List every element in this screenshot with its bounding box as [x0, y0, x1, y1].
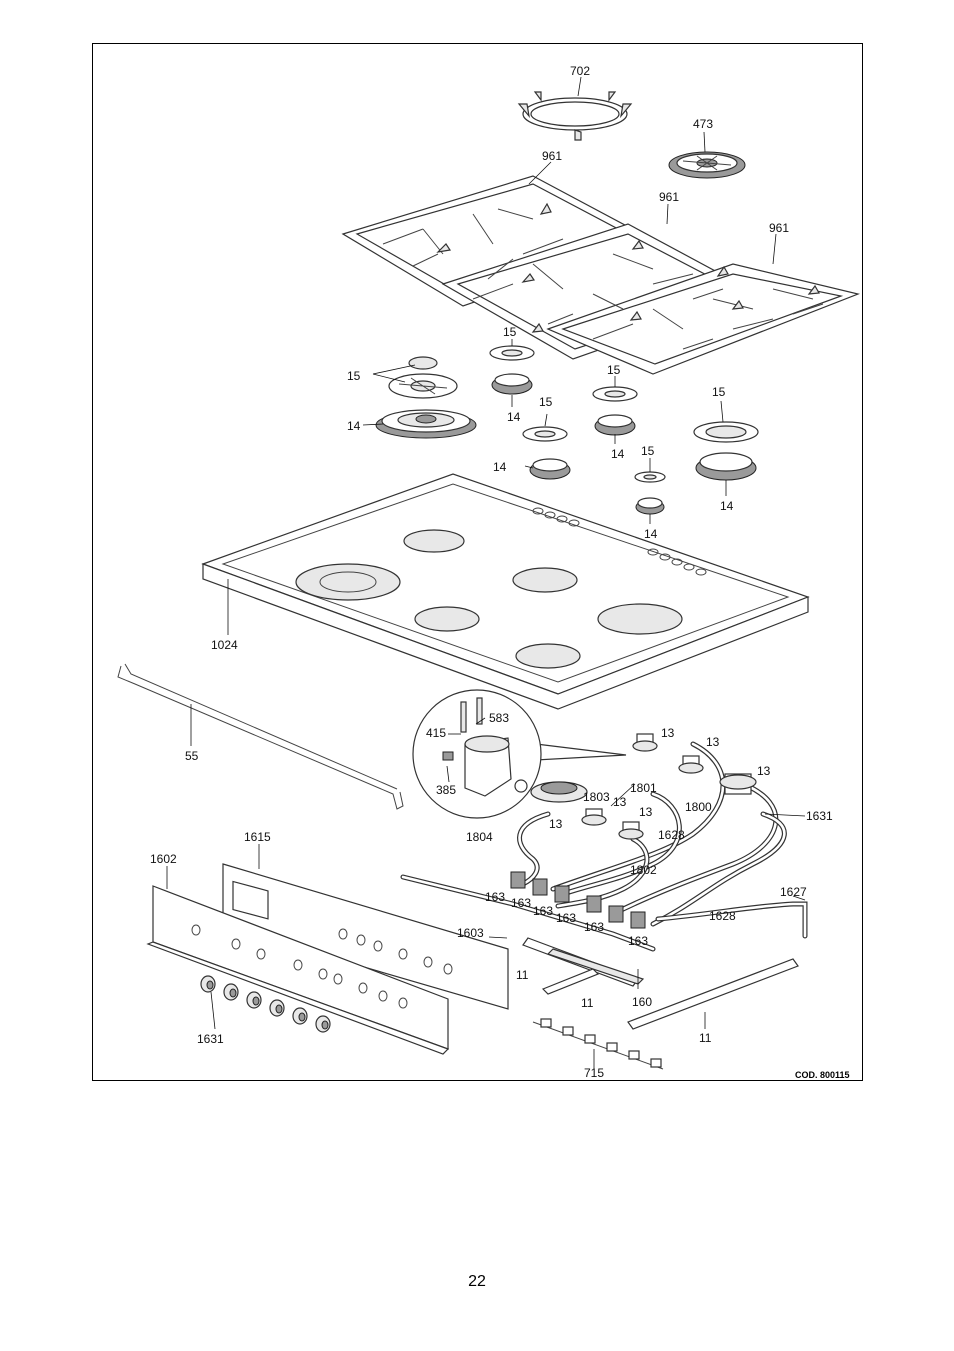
label-583: 583: [489, 711, 509, 725]
panel-bracket-1615: [222, 863, 509, 1010]
label-14: 14: [347, 419, 361, 433]
label-14: 14: [644, 527, 658, 541]
label-14: 14: [720, 499, 734, 513]
rail-160: [546, 948, 645, 985]
pan-supports-961: [341, 175, 861, 375]
ignition-unit-715: [532, 1018, 664, 1070]
label-1603: 1603: [457, 926, 484, 940]
label-961: 961: [769, 221, 789, 235]
label-1024: 1024: [211, 638, 238, 652]
label-163: 163: [511, 896, 531, 910]
drawing-code: COD. 800115: [795, 1070, 850, 1080]
label-1801: 1801: [630, 781, 657, 795]
label-15: 15: [607, 363, 621, 377]
label-163: 163: [485, 890, 505, 904]
label-14: 14: [507, 410, 521, 424]
thermocouple-detail-bubble: [412, 689, 627, 819]
label-55: 55: [185, 749, 199, 763]
label-1615: 1615: [244, 830, 271, 844]
label-702: 702: [570, 64, 590, 78]
label-385: 385: [436, 783, 456, 797]
gas-taps-163: [510, 871, 646, 929]
label-11: 11: [699, 1031, 712, 1045]
label-14: 14: [611, 447, 625, 461]
label-1627: 1627: [780, 885, 807, 899]
label-15: 15: [712, 385, 726, 399]
label-15: 15: [347, 369, 361, 383]
label-14: 14: [493, 460, 507, 474]
label-163: 163: [556, 911, 576, 925]
label-961: 961: [542, 149, 562, 163]
label-1631: 1631: [197, 1032, 224, 1046]
label-13: 13: [549, 817, 563, 831]
label-13: 13: [757, 764, 771, 778]
burner-injectors-13: [530, 733, 757, 840]
rod-55: [117, 663, 404, 810]
burner-parts-left: [375, 356, 477, 439]
label-163: 163: [533, 904, 553, 918]
label-1631: 1631: [806, 809, 833, 823]
label-473: 473: [693, 117, 713, 131]
label-1804: 1804: [466, 830, 493, 844]
burner-parts-center: [489, 345, 759, 515]
label-1800: 1800: [685, 800, 712, 814]
label-160: 160: [632, 995, 652, 1009]
simmer-plate-473: [668, 151, 746, 179]
label-1602: 1602: [150, 852, 177, 866]
exploded-view-drawing: 702 473 961 961 961 15 15 15 15 15 15 14…: [117, 64, 861, 1080]
label-15: 15: [539, 395, 553, 409]
label-13: 13: [661, 726, 675, 740]
label-1802: 1802: [630, 863, 657, 877]
label-13: 13: [613, 795, 627, 809]
label-163: 163: [628, 934, 648, 948]
label-961: 961: [659, 190, 679, 204]
label-15: 15: [641, 444, 655, 458]
wok-ring-702: [517, 91, 633, 141]
hob-tray-1024: [201, 473, 810, 710]
label-715: 715: [584, 1066, 604, 1080]
diagram-frame: 702 473 961 961 961 15 15 15 15 15 15 14…: [92, 43, 863, 1081]
gas-pipework: [400, 741, 808, 952]
label-11: 11: [581, 996, 594, 1010]
label-1803: 1803: [583, 790, 610, 804]
label-15: 15: [503, 325, 517, 339]
support-bars-11: [522, 937, 799, 1030]
label-1628: 1628: [658, 828, 685, 842]
label-415: 415: [426, 726, 446, 740]
label-163: 163: [584, 920, 604, 934]
label-13: 13: [639, 805, 653, 819]
leader-lines: [166, 76, 806, 1069]
control-knobs-1631: [200, 975, 331, 1033]
label-13: 13: [706, 735, 720, 749]
part-labels: 702 473 961 961 961 15 15 15 15 15 15 14…: [150, 64, 850, 1080]
page-number: 22: [468, 1273, 486, 1290]
control-panel-1602: [146, 885, 453, 1055]
label-11: 11: [516, 968, 529, 982]
label-1628: 1628: [709, 909, 736, 923]
